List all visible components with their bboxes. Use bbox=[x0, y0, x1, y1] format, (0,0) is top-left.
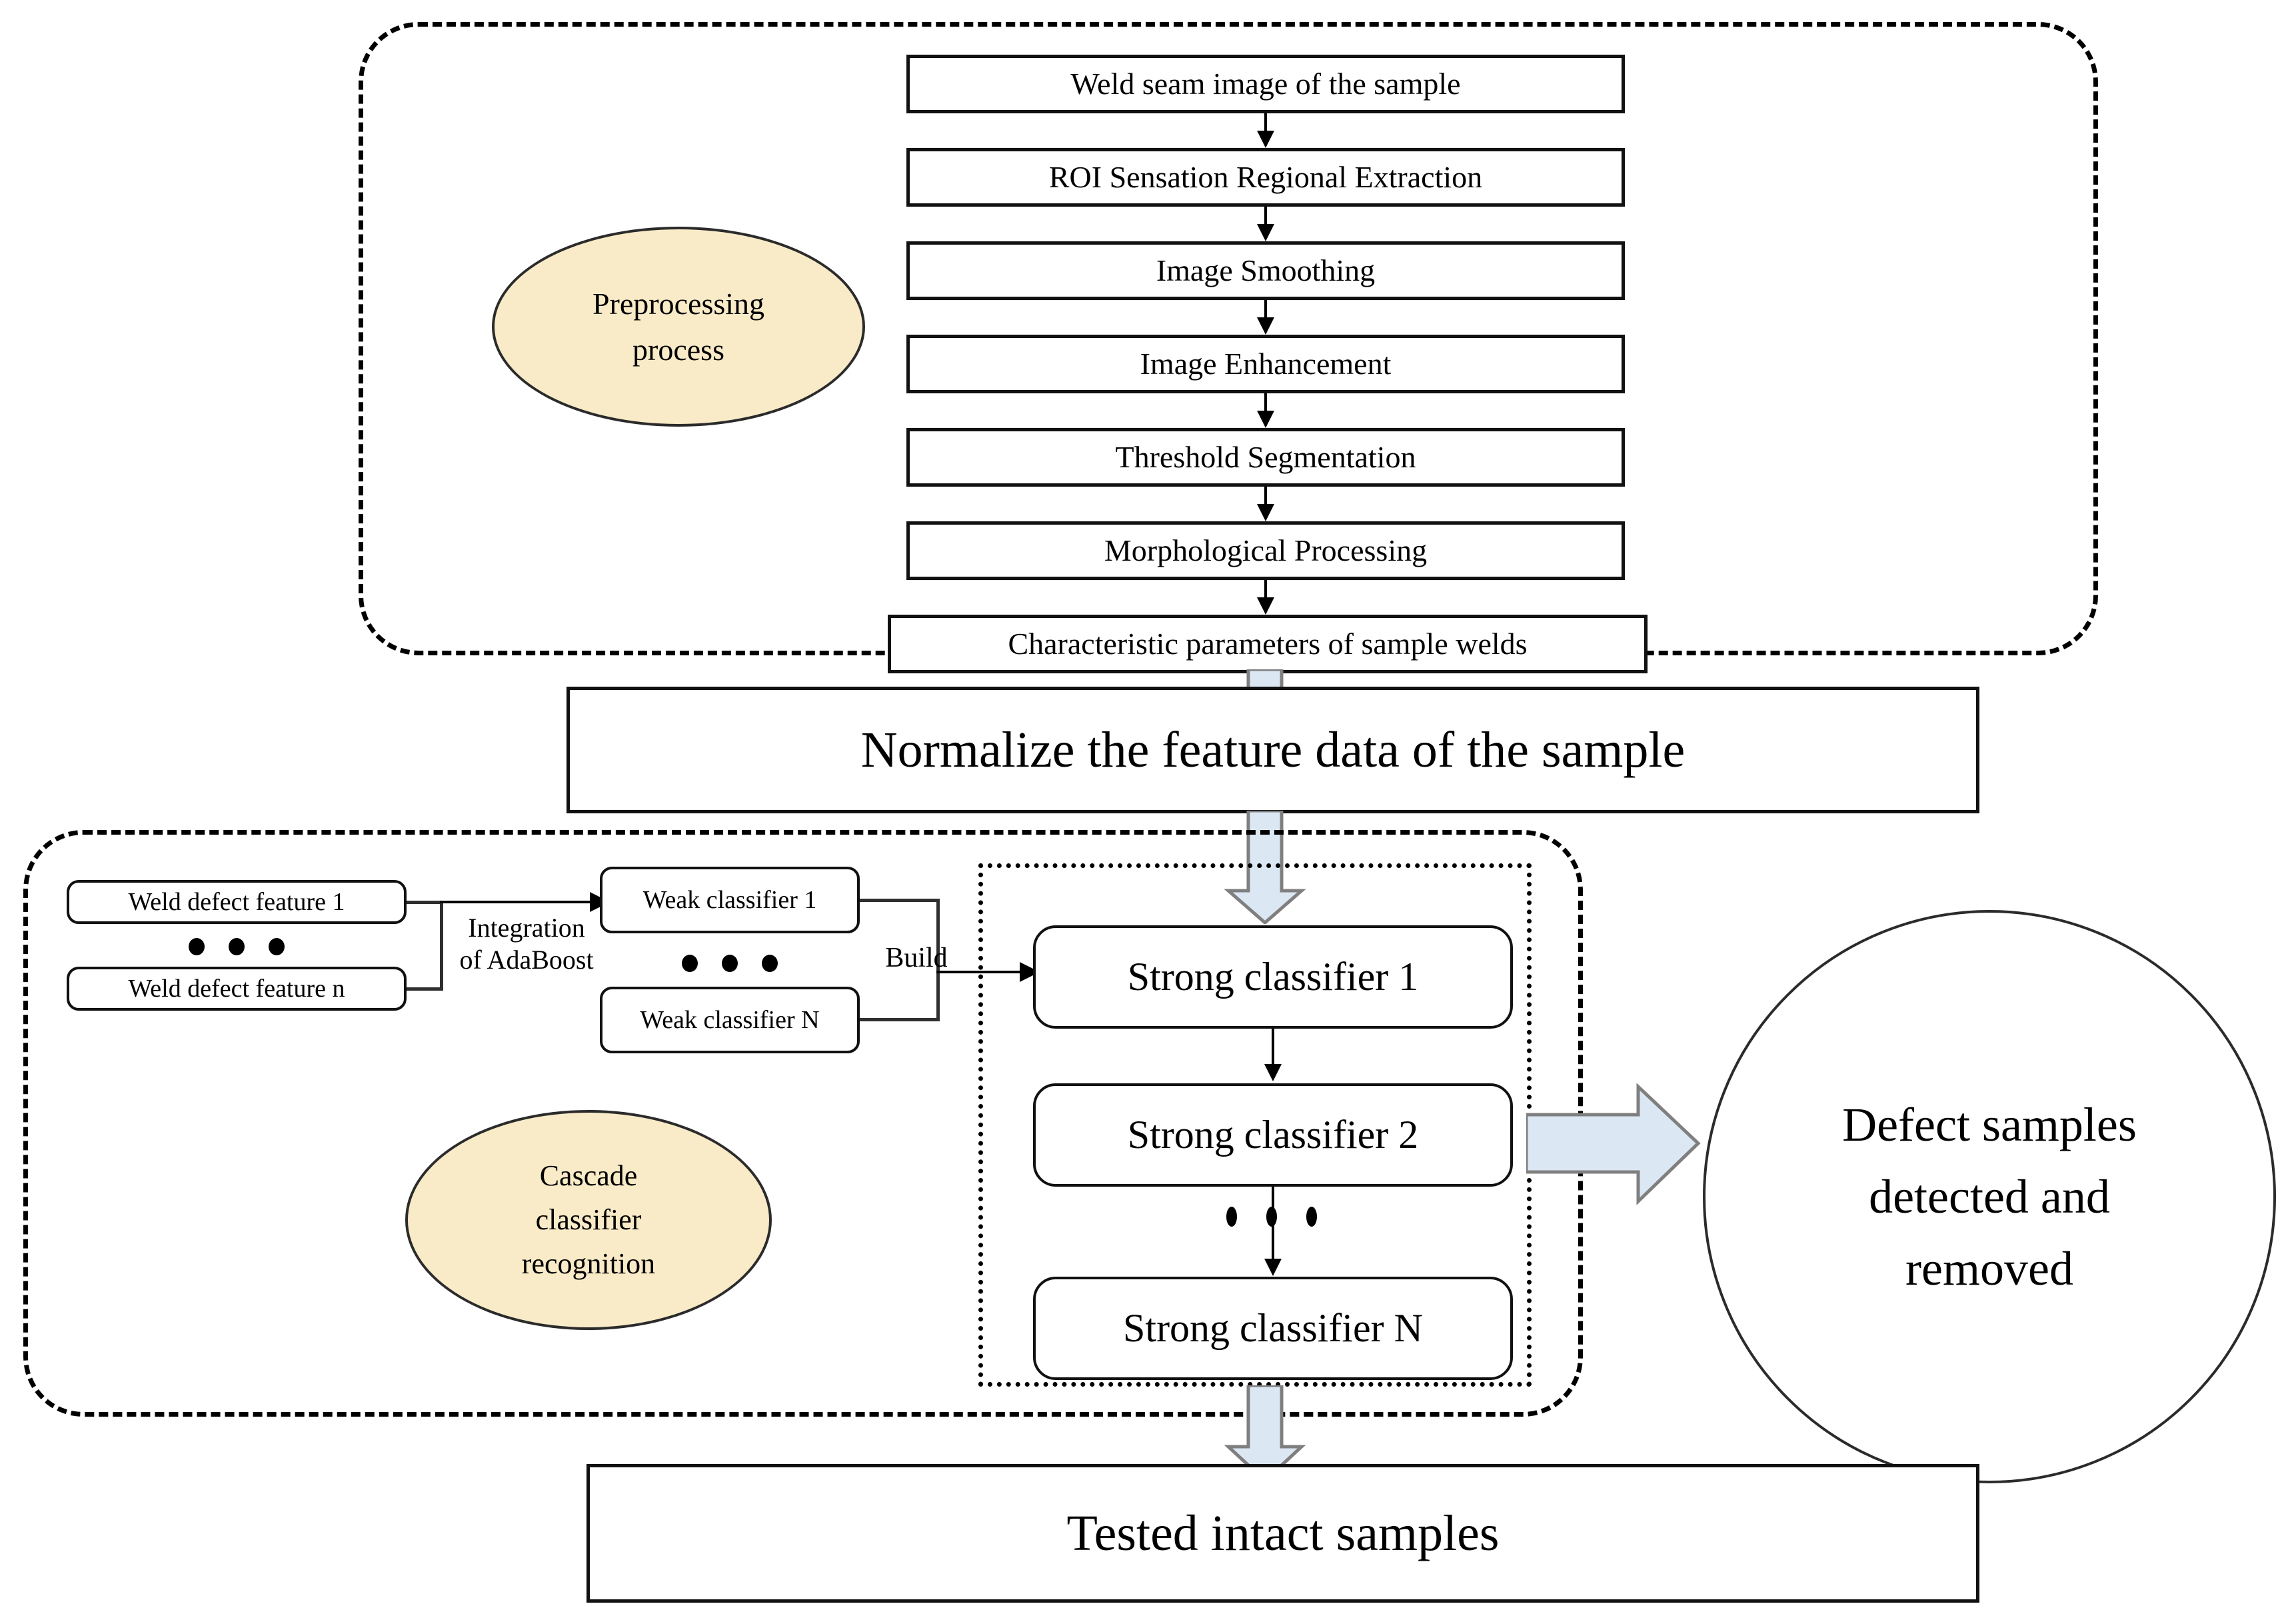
weak-classifier-ellipsis-dots bbox=[670, 950, 790, 977]
block-arrow-cascade-to-tested-samples bbox=[1218, 1385, 1312, 1482]
step-box-weld-seam-image: Weld seam image of the sample bbox=[906, 55, 1625, 113]
weak-classifier-n-box: Weak classifier N bbox=[600, 987, 860, 1053]
step-box-morphological-processing: Morphological Processing bbox=[906, 521, 1625, 580]
cascade-classifier-recognition-ellipse: Cascade classifier recognition bbox=[405, 1110, 772, 1330]
arrow-head-1 bbox=[1257, 131, 1274, 148]
dot bbox=[269, 938, 285, 955]
feature-bracket-top bbox=[407, 901, 443, 904]
integration-label-line2: of AdaBoost bbox=[459, 945, 594, 975]
step-label: Image Enhancement bbox=[1140, 346, 1392, 381]
strong-classifier-label: Strong classifier N bbox=[1123, 1306, 1423, 1350]
step-label: ROI Sensation Regional Extraction bbox=[1048, 159, 1483, 194]
preprocessing-ellipse-label-line2: process bbox=[632, 333, 724, 367]
dot bbox=[229, 938, 245, 955]
defect-ellipse-label-line1: Defect samples bbox=[1842, 1098, 2137, 1151]
block-arrow-cascade-to-defect-ellipse bbox=[1526, 1060, 1703, 1227]
arrow-head-4 bbox=[1257, 411, 1274, 428]
step-box-threshold-segmentation: Threshold Segmentation bbox=[906, 428, 1625, 487]
weak-bracket-vertical bbox=[936, 899, 940, 1021]
build-label-text: Build bbox=[885, 943, 948, 973]
strong-arrow-head-2 bbox=[1264, 1259, 1282, 1276]
weak-classifier-label: Weak classifier 1 bbox=[642, 886, 817, 914]
arrow-line-4 bbox=[1264, 393, 1267, 415]
defect-ellipse-label-line2: detected and bbox=[1869, 1170, 2110, 1223]
step-box-roi-extraction: ROI Sensation Regional Extraction bbox=[906, 148, 1625, 207]
arrow-line-1 bbox=[1264, 113, 1267, 135]
dot bbox=[1266, 1207, 1277, 1227]
strong-classifier-ellipsis-dots bbox=[1212, 1203, 1332, 1230]
dot bbox=[189, 938, 205, 955]
weak-classifier-label: Weak classifier N bbox=[640, 1006, 820, 1034]
step-label: Morphological Processing bbox=[1104, 533, 1428, 567]
strong-arrow-head-1 bbox=[1264, 1064, 1282, 1081]
cascade-ellipse-label-line3: recognition bbox=[521, 1247, 656, 1280]
build-label: Build bbox=[850, 941, 983, 975]
integration-arrow-line bbox=[440, 901, 593, 903]
feature-bracket-bottom bbox=[407, 987, 443, 991]
preprocessing-process-ellipse: Preprocessing process bbox=[492, 227, 865, 427]
strong-classifier-label: Strong classifier 2 bbox=[1127, 1113, 1419, 1157]
weak-classifier-1-box: Weak classifier 1 bbox=[600, 867, 860, 933]
arrow-head-3 bbox=[1257, 317, 1274, 335]
tested-intact-samples-box: Tested intact samples bbox=[586, 1464, 1979, 1603]
strong-classifier-n-box: Strong classifier N bbox=[1033, 1277, 1513, 1380]
weak-bracket-bottom bbox=[860, 1018, 940, 1021]
step-label: Image Smoothing bbox=[1156, 253, 1376, 287]
step-label: Threshold Segmentation bbox=[1115, 439, 1416, 474]
step-box-characteristic-parameters: Characteristic parameters of sample weld… bbox=[888, 615, 1648, 673]
arrow-head-5 bbox=[1257, 504, 1274, 521]
arrow-line-5 bbox=[1264, 487, 1267, 509]
strong-classifier-2-box: Strong classifier 2 bbox=[1033, 1083, 1513, 1187]
normalize-label: Normalize the feature data of the sample bbox=[860, 721, 1686, 778]
arrow-head-6 bbox=[1257, 597, 1274, 615]
integration-label-line1: Integration bbox=[468, 913, 585, 943]
dot bbox=[682, 955, 698, 972]
tested-intact-label: Tested intact samples bbox=[1066, 1505, 1500, 1561]
weld-defect-feature-n-box: Weld defect feature n bbox=[67, 967, 407, 1011]
step-label: Characteristic parameters of sample weld… bbox=[1008, 626, 1528, 661]
feature-ellipsis-dots bbox=[177, 933, 297, 960]
arrow-head-2 bbox=[1257, 224, 1274, 241]
dot bbox=[1226, 1207, 1237, 1227]
dot bbox=[722, 955, 738, 972]
preprocessing-ellipse-label-line1: Preprocessing bbox=[592, 287, 765, 321]
arrow-line-2 bbox=[1264, 207, 1267, 229]
dot bbox=[762, 955, 778, 972]
arrow-line-6 bbox=[1264, 580, 1267, 602]
step-label: Weld seam image of the sample bbox=[1070, 66, 1461, 101]
step-box-image-smoothing: Image Smoothing bbox=[906, 241, 1625, 300]
arrow-line-3 bbox=[1264, 300, 1267, 322]
integration-of-adaboost-label: Integration of AdaBoost bbox=[427, 912, 626, 976]
feature-bracket-vertical bbox=[440, 901, 443, 991]
feature-label: Weld defect feature n bbox=[128, 975, 345, 1003]
strong-classifier-label: Strong classifier 1 bbox=[1127, 955, 1419, 999]
feature-label: Weld defect feature 1 bbox=[128, 888, 345, 916]
weak-bracket-top bbox=[860, 899, 940, 902]
normalize-feature-data-box: Normalize the feature data of the sample bbox=[567, 687, 1979, 813]
cascade-ellipse-label-line2: classifier bbox=[535, 1203, 642, 1236]
defect-samples-ellipse: Defect samples detected and removed bbox=[1703, 910, 2276, 1483]
step-box-image-enhancement: Image Enhancement bbox=[906, 335, 1625, 393]
cascade-ellipse-label-line1: Cascade bbox=[539, 1159, 638, 1192]
weld-defect-feature-1-box: Weld defect feature 1 bbox=[67, 880, 407, 924]
strong-classifier-1-box: Strong classifier 1 bbox=[1033, 925, 1513, 1029]
defect-ellipse-label-line3: removed bbox=[1905, 1242, 2073, 1295]
dot bbox=[1306, 1207, 1317, 1227]
strong-arrow-line-1 bbox=[1272, 1029, 1274, 1069]
